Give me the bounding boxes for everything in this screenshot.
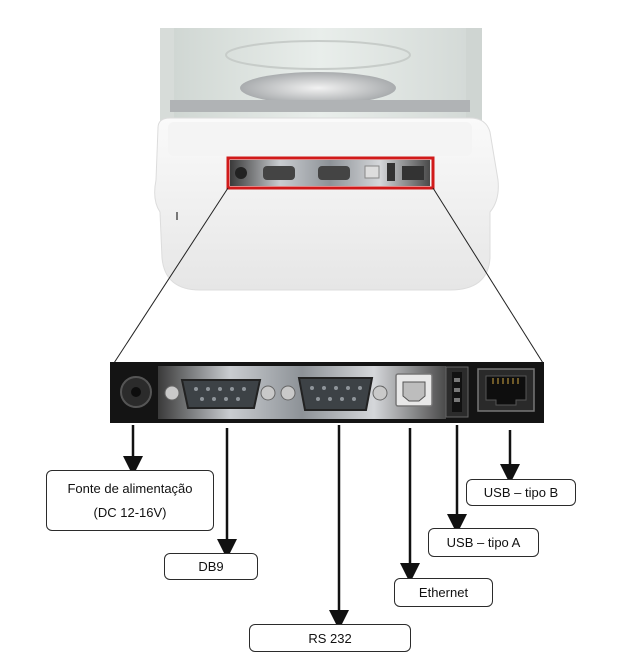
balance-top-ledge: [168, 122, 472, 156]
rs232-screw-right: [372, 385, 388, 401]
weighing-pan: [240, 72, 396, 104]
label-ethernet: Ethernet: [394, 578, 493, 607]
usb-a-contacts: [454, 378, 460, 402]
rs232-connector: [297, 377, 374, 411]
label-db9-text: DB9: [198, 559, 224, 574]
pan-base: [170, 100, 470, 112]
label-usb-a-text: USB – tipo A: [446, 535, 521, 550]
power-jack-pin: [131, 387, 141, 397]
pan-ring-top: [225, 40, 411, 70]
db9-screw-right: [260, 385, 276, 401]
highlight-box: [226, 156, 435, 190]
db9-pins: [194, 387, 246, 401]
label-rs232: RS 232: [249, 624, 411, 652]
rear-small-db9-2: [318, 166, 350, 180]
callout-arrows: [123, 425, 520, 630]
label-db9: DB9: [164, 553, 258, 580]
label-usb-b-text: USB – tipo B: [483, 485, 559, 500]
db9-screw-left: [164, 385, 180, 401]
ethernet-contacts: [492, 378, 519, 384]
zoom-line-right: [432, 187, 544, 364]
label-power-supply: Fonte de alimentação (DC 12-16V): [46, 470, 214, 531]
label-usb-a: USB – tipo A: [428, 528, 539, 557]
rear-panel-enlarged: [110, 362, 544, 423]
rear-small-ethernet: [402, 166, 424, 180]
rear-small-usb-a: [387, 163, 395, 181]
label-power-line2: (DC 12-16V): [93, 504, 167, 520]
rear-small-db9-1: [263, 166, 295, 180]
ethernet-socket: [485, 375, 527, 406]
db9-connector: [180, 379, 262, 409]
zoom-line-left: [113, 187, 229, 364]
rear-small-usb-b: [364, 165, 380, 179]
rs232-pins: [310, 386, 362, 401]
label-ethernet-text: Ethernet: [418, 585, 469, 600]
rs232-screw-left: [280, 385, 296, 401]
analytical-balance: [154, 28, 499, 291]
rear-small-power-jack: [235, 167, 247, 179]
label-power-line1: Fonte de alimentação: [67, 480, 193, 496]
usb-b-socket: [402, 381, 426, 402]
label-usb-b: USB – tipo B: [466, 479, 576, 506]
balance-side-latch: [176, 212, 178, 220]
label-rs232-text: RS 232: [308, 630, 352, 646]
